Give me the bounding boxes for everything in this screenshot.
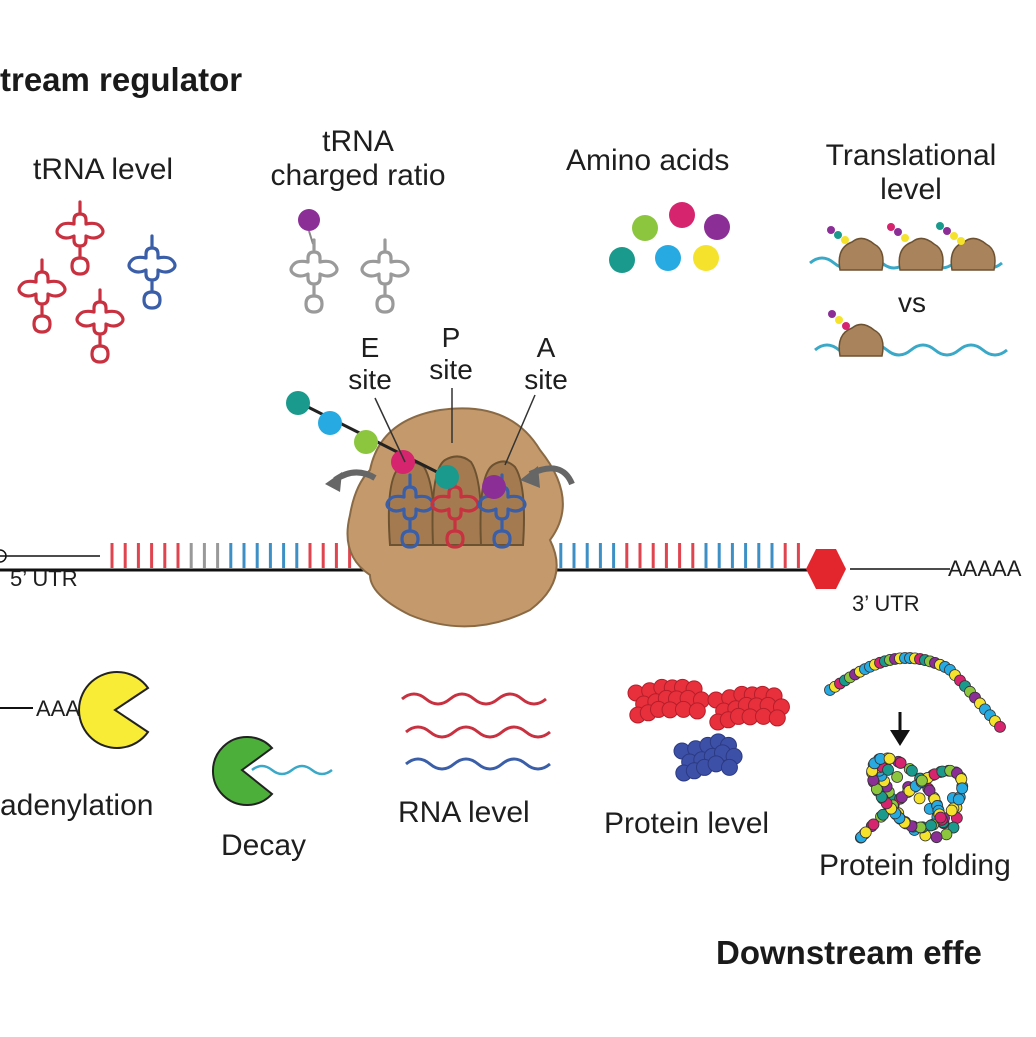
- amino-acid-teal-icon: [435, 465, 459, 489]
- translational-level-group: [809, 222, 1008, 357]
- trna-level-group: [17, 200, 177, 364]
- ribosome-small-icon: [898, 237, 944, 271]
- aaa-label: AAA: [36, 696, 81, 721]
- ribosome-small-icon: [838, 323, 884, 357]
- amino-acid-blue-icon: [318, 411, 342, 435]
- folded-protein-icon: [854, 752, 969, 844]
- e-site-label-line1: E: [360, 332, 380, 363]
- decay-group: [211, 736, 333, 806]
- p-site-label-line2: site: [429, 354, 473, 385]
- protein-level-label: Protein level: [604, 807, 770, 840]
- protein-folding-group: [824, 652, 1006, 844]
- amino-acid-purple-icon: [298, 209, 320, 231]
- ribosome-small-icon: [838, 237, 884, 271]
- translational-label-line1: Translational: [825, 139, 997, 172]
- a-site-label-line2: site: [524, 364, 568, 395]
- trna-charged-icon: [289, 238, 339, 314]
- utr3-label: 3’ UTR: [852, 591, 920, 616]
- trna-blue-icon: [127, 234, 177, 310]
- trna-red-icon: [75, 288, 125, 364]
- trna-uncharged-icon: [360, 238, 410, 314]
- amino-acid-teal-icon: [286, 391, 310, 415]
- protein-blob-icon: [673, 733, 743, 782]
- deadenylation-group: [0, 671, 150, 749]
- upstream-heading: tream regulator: [0, 61, 243, 98]
- pacman-yellow-icon: [78, 671, 150, 749]
- stop-codon-icon: [806, 549, 846, 589]
- utr5-label: 5’ UTR: [10, 566, 78, 591]
- e-site-label-line2: site: [348, 364, 392, 395]
- amino-acids-label: Amino acids: [566, 144, 730, 177]
- trna-charged-label-line1: tRNA: [322, 125, 394, 158]
- translational-label-line2: level: [880, 173, 942, 206]
- trna-charged-group: [289, 209, 410, 314]
- amino-acid-teal-icon: [609, 247, 635, 273]
- p-site-label-line1: P: [441, 322, 461, 353]
- unfolded-chain-icon: [824, 652, 1006, 733]
- trna-red-icon: [55, 200, 105, 276]
- vs-label: vs: [898, 287, 926, 318]
- downstream-heading: Downstream effe: [716, 934, 982, 971]
- cap-icon: [0, 549, 7, 563]
- trna-charged-label-line2: charged ratio: [270, 159, 446, 192]
- rna-fragment-icon: [251, 764, 333, 776]
- protein-blob-icon: [707, 685, 790, 731]
- amino-acids-group: [609, 202, 730, 273]
- protein-level-group: [627, 678, 790, 782]
- amino-acid-magenta-icon: [391, 450, 415, 474]
- amino-acid-magenta-icon: [669, 202, 695, 228]
- a-site-label-line1: A: [536, 332, 556, 363]
- amino-acid-yellow-icon: [693, 245, 719, 271]
- ribosome-small-icon: [950, 237, 996, 271]
- polya-tail-label: AAAAA: [948, 556, 1022, 581]
- decay-label: Decay: [221, 829, 307, 862]
- ribosome: [286, 388, 575, 628]
- deadenylation-label: adenylation: [0, 789, 154, 822]
- amino-acid-blue-icon: [655, 245, 681, 271]
- trna-level-label: tRNA level: [33, 153, 174, 186]
- amino-acid-purple-icon: [482, 475, 506, 499]
- rna-blue-wave-icon: [405, 757, 551, 771]
- rna-red-wave-icon: [401, 692, 547, 706]
- amino-acid-green-icon: [354, 430, 378, 454]
- rna-level-group: [401, 692, 551, 771]
- arrow-down-icon: [890, 730, 910, 746]
- amino-acid-green-icon: [632, 215, 658, 241]
- rna-level-label: RNA level: [398, 796, 530, 829]
- protein-folding-label: Protein folding: [819, 849, 1011, 882]
- rna-red-wave-icon: [405, 725, 551, 739]
- pacman-green-icon: [211, 736, 274, 806]
- trna-red-icon: [17, 258, 67, 334]
- amino-acid-purple-icon: [704, 214, 730, 240]
- protein-blob-icon: [627, 678, 710, 724]
